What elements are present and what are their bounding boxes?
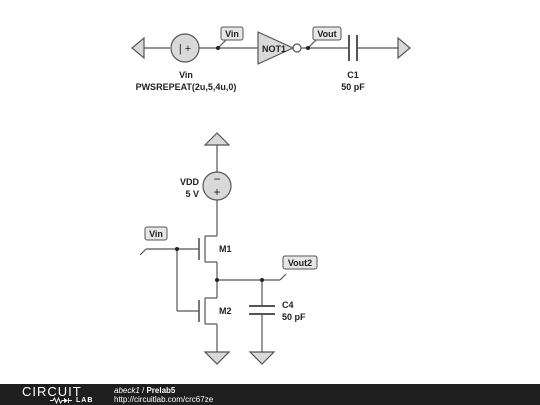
vin-source-polarity: | +	[179, 43, 191, 55]
node-gate	[175, 247, 179, 251]
ground-symbol-c4	[248, 351, 276, 365]
node-vout2	[260, 278, 264, 282]
vdd-plus-sign: +	[213, 185, 220, 199]
vin-source-name: Vin	[179, 70, 193, 80]
net-tag-vin-top[interactable]	[220, 26, 244, 41]
footer-bar: CIRCUIT LAB abeck1 / Prelab5 http://circ…	[0, 384, 540, 405]
net-tag-vin-top-label: Vin	[225, 29, 239, 39]
ground-symbol-left	[131, 36, 170, 60]
net-tag-vout2-label: Vout2	[288, 258, 312, 268]
resistor-diode-icon	[50, 397, 72, 404]
vin-source-value: PWSREPEAT(2u,5,4u,0)	[136, 82, 237, 92]
logo-wordmark-top: CIRCUIT	[22, 384, 82, 399]
capacitor-c1[interactable]	[348, 35, 358, 61]
m2-name: M2	[219, 306, 232, 316]
node-vout-top	[306, 46, 310, 50]
circuit-url-link[interactable]: http://circuitlab.com/crc67ze	[114, 395, 214, 404]
nmos-transistor-m2[interactable]	[177, 297, 217, 325]
m1-name: M1	[219, 244, 232, 254]
circuit-title[interactable]: Prelab5	[146, 386, 176, 395]
net-tag-vout-top-label: Vout	[317, 29, 336, 39]
vdd-value: 5 V	[185, 189, 199, 199]
credit-line: abeck1 / Prelab5	[114, 386, 175, 395]
credit-separator: /	[139, 386, 147, 395]
net-tag-vout-top[interactable]	[312, 26, 342, 41]
vdd-minus-sign: −	[213, 172, 220, 186]
schematic-canvas: | + Vin NOT1 Vout Vin PWSREPEAT(2u,5,4u,…	[131, 26, 411, 365]
author-link[interactable]: abeck1	[114, 386, 140, 395]
capacitor-c4[interactable]	[249, 305, 275, 315]
net-tag-vin-bottom-label: Vin	[149, 229, 163, 239]
c4-name: C4	[282, 300, 294, 310]
c4-value: 50 pF	[282, 312, 306, 322]
node-drain	[215, 278, 219, 282]
net-tag-vin-bottom[interactable]	[144, 226, 168, 241]
circuitlab-logo[interactable]: CIRCUIT LAB	[22, 385, 102, 404]
logo-wordmark-bottom: LAB	[76, 397, 94, 404]
ground-symbol-m2	[203, 351, 231, 365]
vdd-name: VDD	[180, 177, 200, 187]
not-gate-label: NOT1	[262, 44, 286, 54]
ground-symbol-right	[397, 36, 411, 60]
supply-rail-arrow	[203, 132, 231, 172]
pmos-transistor-m1[interactable]	[177, 235, 217, 263]
net-tag-vout2[interactable]	[282, 255, 318, 270]
c1-value: 50 pF	[341, 82, 365, 92]
node-vin-top	[216, 46, 220, 50]
c1-name: C1	[347, 70, 359, 80]
